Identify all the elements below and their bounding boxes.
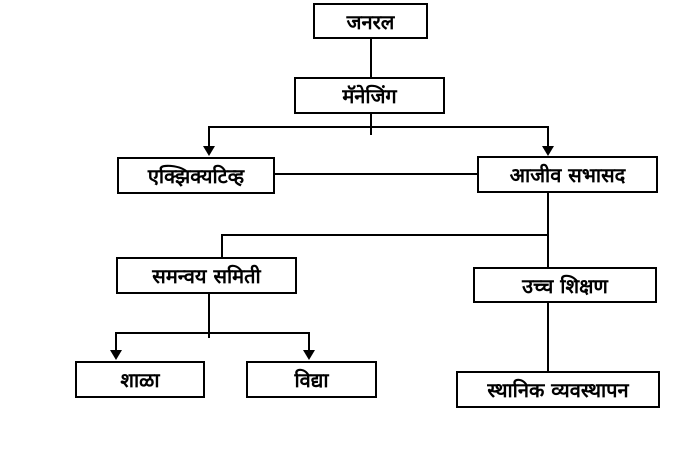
connector-branch-life-member	[547, 126, 549, 147]
connector-life-member-stem	[547, 193, 549, 267]
arrow-to-executive-icon	[203, 146, 215, 156]
connector-branch-vidya	[308, 332, 310, 351]
arrow-to-school-icon	[110, 350, 122, 360]
arrow-to-life-member-icon	[542, 146, 554, 156]
node-general: जनरल	[313, 3, 428, 39]
connector-general-managing	[370, 39, 372, 77]
node-local-management: स्थानिक व्यवस्थापन	[456, 371, 660, 408]
connector-life-member-branch	[221, 234, 549, 236]
connector-coordination-stem	[208, 293, 210, 338]
connector-managing-branch	[208, 126, 549, 128]
node-life-member: आजीव सभासद	[477, 156, 658, 193]
node-coordination-committee: समन्वय समिती	[116, 257, 297, 294]
connector-branch-coordination	[221, 234, 223, 258]
node-executive: एक्झिक्यटिव्ह	[117, 157, 275, 194]
node-school: शाळा	[75, 361, 205, 398]
connector-executive-life-member	[275, 173, 477, 175]
connector-higher-ed-local-mgmt	[547, 303, 549, 371]
connector-branch-executive	[208, 126, 210, 147]
arrow-to-vidya-icon	[303, 350, 315, 360]
node-vidya: विद्या	[246, 361, 377, 398]
connector-branch-school	[115, 332, 117, 351]
connector-coordination-branch	[115, 332, 310, 334]
node-higher-education: उच्च शिक्षण	[473, 267, 657, 303]
connector-managing-stem	[370, 113, 372, 135]
node-managing: मॅनेजिंग	[294, 77, 445, 114]
